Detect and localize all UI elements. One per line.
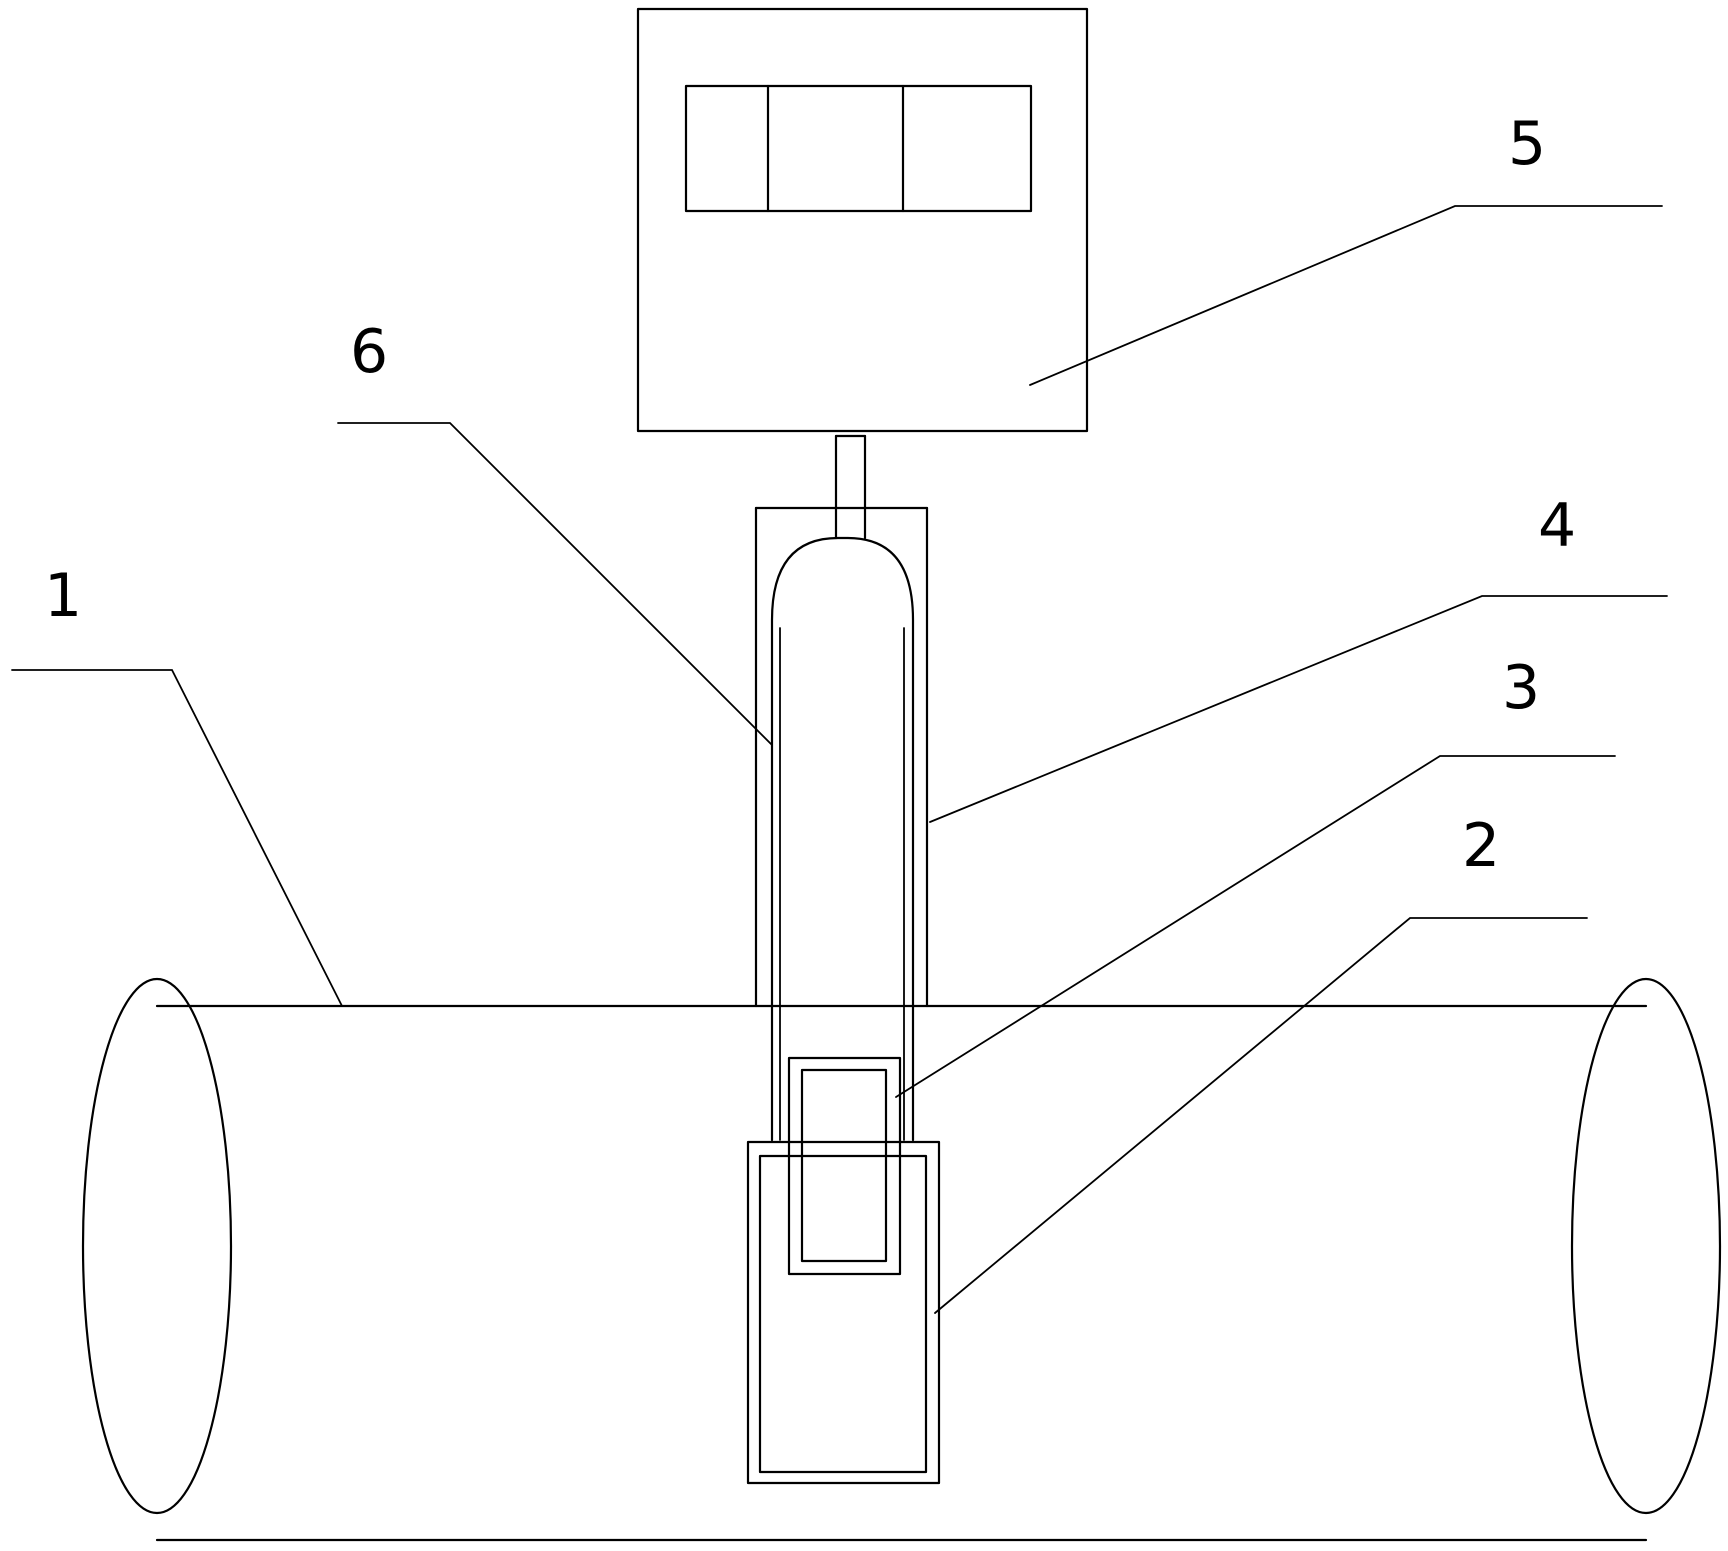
leader-line-5 [1029, 205, 1663, 386]
probe-tube [770, 536, 915, 1142]
display-unit [636, 7, 1089, 433]
leader-line-4 [929, 595, 1668, 823]
probe-tube-outline [770, 536, 915, 1142]
part-label-3: 3 [1502, 653, 1540, 723]
sensor-element [787, 1056, 902, 1276]
display-unit-box [636, 7, 1089, 433]
leader-line-3 [895, 755, 1616, 1098]
stem-housing [754, 506, 929, 1008]
leader-line-2 [934, 917, 1588, 1314]
sensor-element-inner [800, 1068, 888, 1263]
part-label-6: 6 [350, 317, 388, 387]
part-label-5: 5 [1508, 109, 1546, 179]
leader-lines [11, 205, 1668, 1314]
leader-line-1 [11, 669, 343, 1007]
part-labels: 1 2 3 4 5 6 [44, 109, 1576, 881]
pipe-left-end [81, 977, 233, 1515]
base-block-outer [746, 1140, 941, 1485]
pipe-right-end [1570, 977, 1722, 1515]
part-label-4: 4 [1538, 491, 1576, 561]
pipe [81, 977, 1722, 1542]
base-block-inner [758, 1154, 928, 1474]
base-block [746, 1140, 941, 1485]
leader-line-6 [337, 422, 773, 746]
part-label-2: 2 [1462, 811, 1500, 881]
sensor-element-outer [787, 1056, 902, 1276]
part-label-1: 1 [44, 561, 82, 631]
connector-rod [834, 434, 867, 540]
display-window [684, 84, 1033, 213]
